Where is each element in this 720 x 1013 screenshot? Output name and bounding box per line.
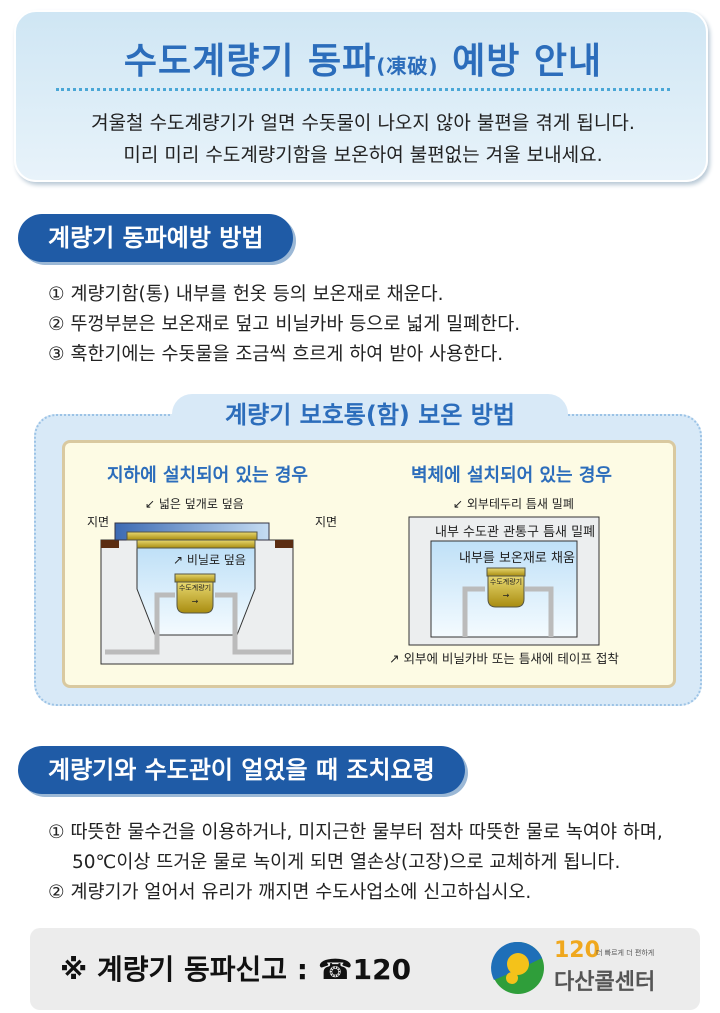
- wall-title: 벽체에 설치되어 있는 경우: [411, 465, 612, 486]
- title-end: 예방 안내: [452, 41, 603, 82]
- meter-top: [486, 567, 526, 577]
- ground-left-mark: [101, 540, 119, 548]
- protection-heading: 계량기 보호통(함) 보온 방법: [172, 394, 568, 436]
- logo-name: 다산콜센터: [554, 970, 656, 995]
- water-meter: [176, 581, 214, 614]
- meter-top: [174, 573, 216, 583]
- insulation-layer: [136, 539, 256, 549]
- title-text: 수도계량기 동파: [123, 41, 377, 82]
- cover-label: ↙ 넓은 덮개로 덮음: [145, 497, 244, 511]
- title-hanja: (凍破): [376, 54, 439, 78]
- water-meter: [487, 575, 525, 608]
- vinyl-label: ↗ 비닐로 덮음: [173, 553, 246, 567]
- dasan-logo-icon: [491, 941, 544, 994]
- list-item: ① 따뜻한 물수건을 이용하거나, 미지근한 물부터 점차 따뜻한 물로 녹여야…: [48, 822, 663, 843]
- meter-label: 수도계량기: [489, 578, 523, 586]
- ground-label: 지면: [87, 515, 110, 529]
- report-box: ※ 계량기 동파신고 : ☎120 120 더 빠르게 더 편하게 다산콜센터: [30, 928, 700, 1010]
- ground-right-mark: [275, 540, 293, 548]
- list-item: ② 뚜껑부분은 보온재로 덮고 비닐카바 등으로 넓게 밀폐한다.: [48, 314, 521, 335]
- flow-arrow: →: [502, 591, 510, 600]
- list-item: 50℃이상 뜨거운 물로 녹이게 되면 열손상(고장)으로 교체하게 됩니다.: [72, 852, 621, 873]
- page-title: 수도계량기 동파(凍破) 예방 안내: [16, 32, 710, 84]
- edge-label: ↙ 외부테두리 틈새 밀폐: [453, 497, 574, 511]
- water-pipe: [462, 586, 554, 637]
- logo-number: 120: [554, 938, 600, 963]
- fill-label: 내부를 보온재로 채움: [459, 551, 575, 566]
- intro-line: 미리 미리 수도계량기함을 보온하여 불편없는 겨울 보내세요.: [123, 144, 603, 166]
- meter-label: 수도계량기: [178, 584, 212, 592]
- intro-line: 겨울철 수도계량기가 얼면 수돗물이 나오지 않아 불편을 겪게 됩니다.: [91, 112, 635, 134]
- flow-arrow: →: [191, 597, 199, 606]
- underground-title: 지하에 설치되어 있는 경우: [107, 465, 308, 486]
- section-heading-frozen: 계량기와 수도관이 얼었을 때 조치요령: [18, 746, 465, 794]
- pipe-label: 내부 수도관 관통구 틈새 밀폐: [435, 525, 596, 540]
- water-pipe: [105, 592, 291, 655]
- section-heading-prevention: 계량기 동파예방 방법: [18, 214, 294, 262]
- diagram-box: 지하에 설치되어 있는 경우 벽체에 설치되어 있는 경우 ↙ 넓은 덮개로 덮…: [62, 440, 676, 688]
- dotted-divider: [56, 88, 670, 91]
- ground-label: 지면: [315, 515, 338, 529]
- tape-label: ↗ 외부에 비닐카바 또는 틈새에 테이프 접착: [389, 651, 619, 666]
- meter-diagrams: [100, 516, 600, 665]
- list-item: ③ 혹한기에는 수돗물을 조금씩 흐르게 하여 받아 사용한다.: [48, 344, 504, 365]
- logo-slogan: 더 빠르게 더 편하게: [596, 949, 655, 957]
- report-hotline: ※ 계량기 동파신고 : ☎120: [60, 953, 412, 986]
- list-item: ① 계량기함(통) 내부를 헌옷 등의 보온재로 채운다.: [48, 284, 444, 305]
- insulation-layer: [126, 531, 258, 541]
- title-panel: 수도계량기 동파(凍破) 예방 안내 겨울철 수도계량기가 얼면 수돗물이 나오…: [14, 10, 708, 182]
- list-item: ② 계량기가 얼어서 유리가 깨지면 수도사업소에 신고하십시오.: [48, 882, 532, 903]
